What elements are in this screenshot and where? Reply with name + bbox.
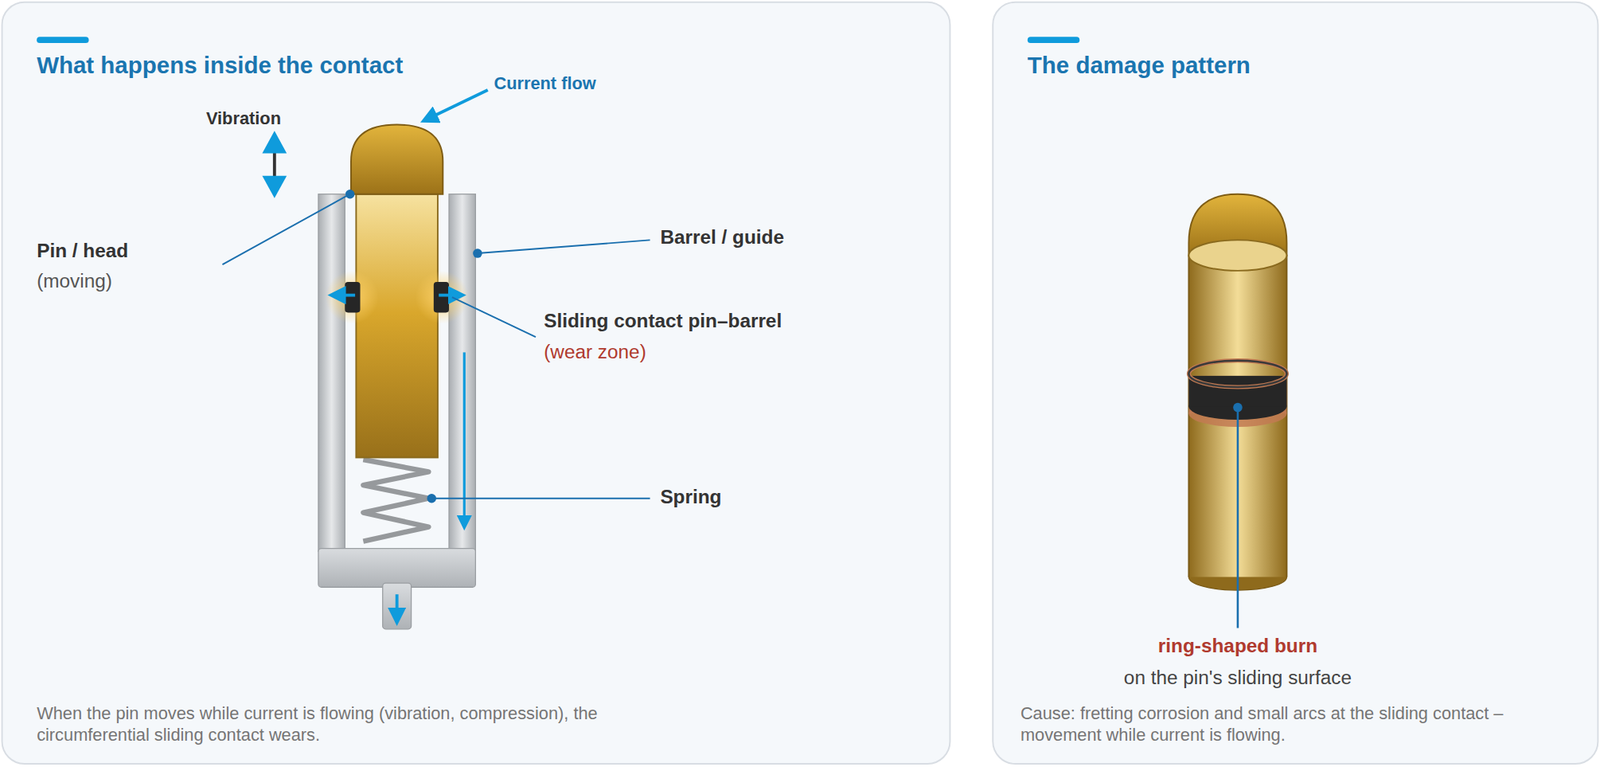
part-label: Pin / head <box>36 238 129 263</box>
part-label: Vibration <box>206 107 281 129</box>
part-label: Spring <box>659 484 722 509</box>
panel-caption: Cause: fretting corrosion and small arcs… <box>1020 702 1552 746</box>
part-note: (wear zone) <box>543 339 647 364</box>
panel-heading: What happens inside the contact <box>36 50 403 81</box>
accent-bar <box>1027 36 1080 43</box>
flow-label: Current flow <box>493 72 596 94</box>
accent-bar <box>36 36 89 43</box>
damage-note: on the pin's sliding surface <box>1123 665 1352 690</box>
panel-caption: When the pin moves while current is flow… <box>36 702 609 746</box>
contact-illustration <box>222 89 650 629</box>
damage-label: ring-shaped burn <box>1158 633 1318 658</box>
part-label: Sliding contact pin–barrel <box>543 308 782 333</box>
part-label: Barrel / guide <box>659 225 785 250</box>
panel: What happens inside the contactWhen the … <box>2 2 951 764</box>
part-note: (moving) <box>36 269 113 293</box>
panel-ground <box>2 2 951 764</box>
panel-ground <box>992 2 1598 764</box>
panel-heading: The damage pattern <box>1027 50 1251 81</box>
pin-illustration <box>1188 194 1287 629</box>
